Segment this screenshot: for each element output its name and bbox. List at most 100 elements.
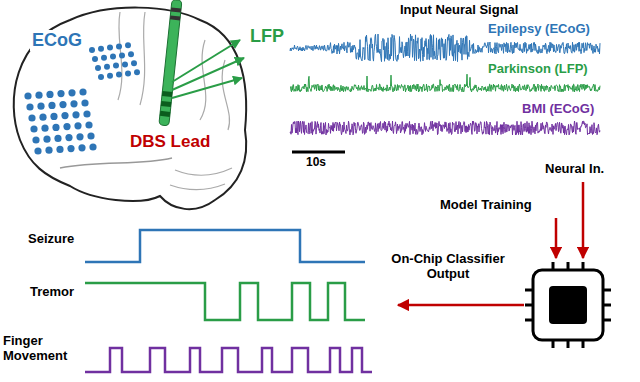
flow-arrow [398,304,524,307]
electrode-dot [101,55,107,61]
chip-icon [525,262,611,348]
cerebellum-fold [170,184,225,189]
classifier-trace [85,348,372,372]
flow-label: On-Chip Classifier Output [388,252,508,282]
chip-pins [525,262,611,348]
brain [14,8,247,210]
electrode-dot [83,110,90,117]
electrode-dot [46,91,53,98]
lead-label: DBS Lead [128,132,212,152]
electrode-dot [26,103,33,110]
lead-contact [161,101,171,107]
output-label: Seizure [28,232,74,247]
signal-label: BMI (ECoG) [522,102,594,117]
electrode-dot [68,89,75,96]
electrode-dot [35,92,42,99]
electrode-dot [24,92,31,99]
modality-label: ECoG [30,30,84,51]
electrode-dot [119,52,125,58]
output-label: Finger Movement [3,334,75,364]
dbs-lead [159,0,182,126]
brain-gyrus [222,60,229,130]
electrode-dot [131,60,137,66]
electrode-dot [70,100,77,107]
electrode-dot [39,114,46,121]
electrode-dot [59,101,66,108]
electrode-dot [122,61,128,67]
electrode-dot [107,73,113,79]
electrode-dot [113,63,119,69]
input-signals [290,34,600,135]
classifier-outputs [85,230,372,372]
brain-gyrus [140,12,145,105]
electrode-dot [107,45,113,51]
electrode-dot [61,112,68,119]
flow-arrow [582,182,585,258]
electrode-dot [89,143,96,150]
chip-core [549,286,587,324]
signal-trace [290,34,600,62]
electrode-dot [30,125,37,132]
lfp-arrow [172,78,242,98]
electrode-dot [125,70,131,76]
electrode-dot [104,64,110,70]
electrode-dot [50,113,57,120]
sylvian-fissure [60,158,172,168]
electrode-dot [32,136,39,143]
electrode-dot [48,102,55,109]
scale-label: 10s [306,156,326,170]
lead-band [171,7,181,12]
electrode-dot [41,125,48,132]
signal-trace [290,121,600,135]
electrode-dot [56,146,63,153]
lead-contact [160,111,170,117]
electrode-dot [95,65,101,71]
flow-label: Neural In. [545,162,604,177]
electrode-dot [85,121,92,128]
electrode-dot [79,88,86,95]
electrode-dot [57,90,64,97]
electrode-dot [34,147,41,154]
electrode-dot [63,123,70,130]
electrode-dot [89,47,95,53]
signal-label: Epilepsy (ECoG) [488,22,590,37]
cerebellum-fold [175,168,232,175]
electrode-dot [128,51,134,57]
electrode-dot [37,103,44,110]
lfp-arrow [172,58,244,90]
scale-bar [292,151,345,154]
electrode-dot [65,134,72,141]
electrode-dot [87,132,94,139]
chip-body [533,270,603,340]
electrode-dot [78,144,85,151]
ecog-grid [89,42,140,80]
panel-heading: Input Neural Signal [400,3,518,18]
classifier-trace [85,230,365,262]
classifier-trace [85,283,365,320]
modality-label: LFP [250,26,284,47]
electrode-dot [45,147,52,154]
electrode-dot [28,114,35,121]
electrode-dot [98,46,104,52]
electrode-dot [54,135,61,142]
signal-trace [290,74,600,92]
ecog-grid [24,88,96,154]
electrode-dot [81,99,88,106]
electrode-dot [52,124,59,131]
electrode-dot [92,56,98,62]
electrode-dot [67,145,74,152]
brain-gyrus [200,40,206,120]
electrode-dot [74,122,81,129]
electrode-dot [43,136,50,143]
signal-label: Parkinson (LFP) [488,62,588,77]
electrode-dot [110,54,116,60]
electrode-dot [125,42,131,48]
lead-contact [162,91,172,97]
electrode-dot [116,43,122,49]
flow-arrow [555,218,558,258]
lead-body [159,0,182,126]
brain-outline [14,8,247,210]
